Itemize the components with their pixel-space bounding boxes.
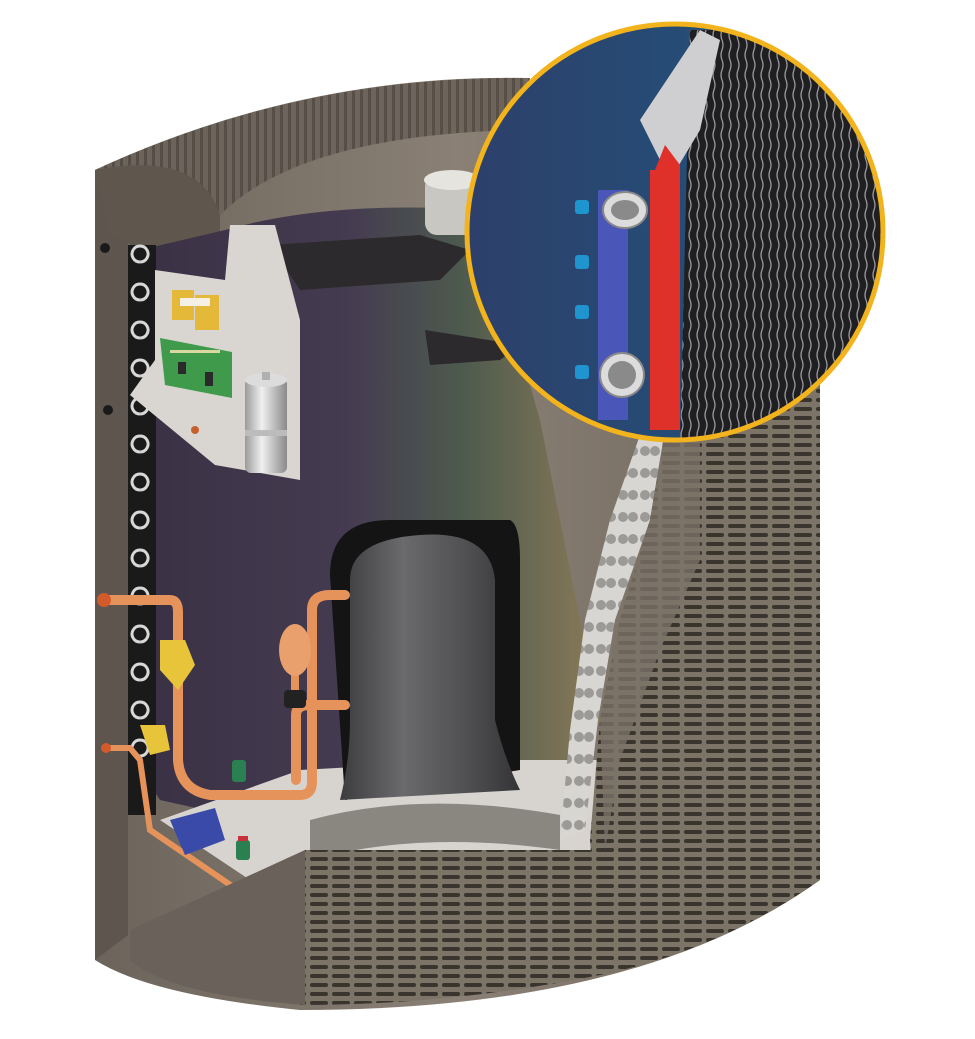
control-board — [160, 338, 232, 398]
compressor — [310, 520, 560, 860]
run-capacitor — [245, 372, 287, 473]
bolt-hole-icon — [103, 405, 113, 415]
service-valves — [97, 593, 195, 755]
sight-glass — [284, 690, 306, 708]
bolt-hole-icon — [100, 243, 110, 253]
hot-airflow-arrow-icon — [650, 145, 680, 430]
accumulator — [170, 808, 225, 855]
louvered-side-panels — [130, 300, 820, 1005]
port-cap-icon — [101, 743, 111, 753]
cold-airflow-icon — [575, 200, 589, 379]
condenser-coil-edge — [560, 430, 665, 840]
indicator-icon — [191, 426, 199, 434]
filter-drier — [279, 624, 311, 708]
fan-blade — [270, 235, 470, 290]
fan-blade — [425, 330, 520, 365]
control-panel — [130, 225, 300, 480]
pressure-switches — [232, 760, 250, 860]
inset-border — [464, 21, 886, 443]
port-cap-icon — [97, 593, 111, 607]
magnified-coil-inset — [464, 21, 886, 443]
contactor — [172, 290, 219, 330]
